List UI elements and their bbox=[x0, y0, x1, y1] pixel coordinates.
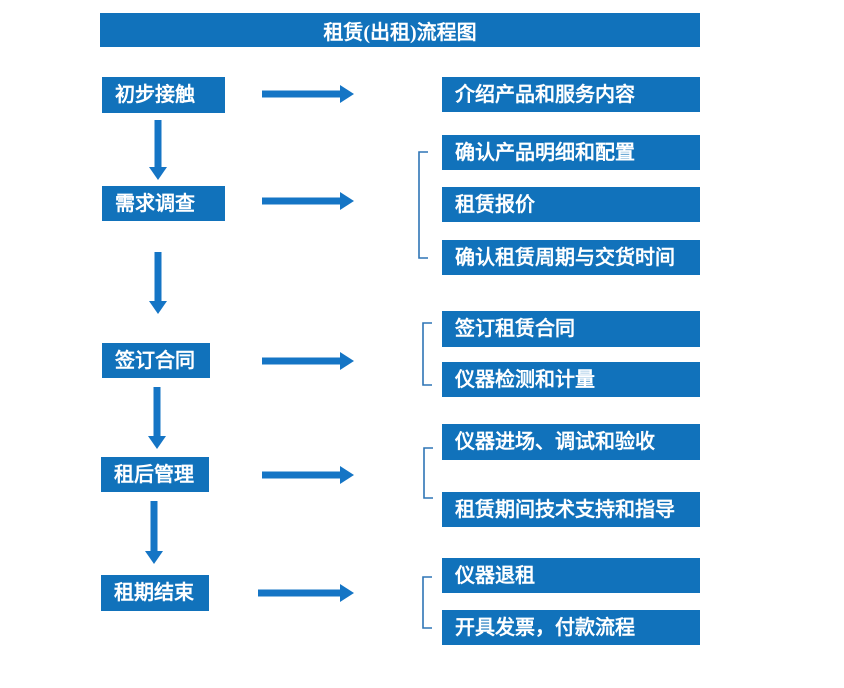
step-label: 租后管理 bbox=[114, 463, 194, 486]
step-box-post-rental-management: 租后管理 bbox=[101, 457, 209, 492]
detail-box-invoice-payment: 开具发票，付款流程 bbox=[442, 610, 700, 645]
detail-box-instrument-setup-acceptance: 仪器进场、调试和验收 bbox=[442, 424, 700, 460]
step-label: 租期结束 bbox=[114, 582, 194, 604]
step-box-rental-end: 租期结束 bbox=[101, 575, 209, 611]
arrow-down-icon bbox=[148, 387, 166, 449]
flowchart-title-text: 租赁(出租)流程图 bbox=[323, 21, 477, 44]
arrow-right-icon bbox=[262, 192, 354, 210]
group-bracket bbox=[422, 322, 432, 386]
arrow-down-icon bbox=[145, 501, 163, 564]
arrow-right-icon bbox=[258, 584, 354, 602]
detail-box-technical-support: 租赁期间技术支持和指导 bbox=[442, 492, 700, 527]
step-box-sign-contract: 签订合同 bbox=[102, 343, 210, 378]
detail-label: 仪器退租 bbox=[455, 564, 535, 587]
arrow-right-icon bbox=[262, 352, 354, 370]
group-bracket bbox=[422, 576, 432, 629]
detail-label: 确认产品明细和配置 bbox=[455, 141, 635, 164]
step-box-demand-survey: 需求调查 bbox=[102, 186, 225, 221]
group-bracket bbox=[423, 447, 433, 499]
step-label: 需求调查 bbox=[115, 192, 195, 215]
detail-box-confirm-product-config: 确认产品明细和配置 bbox=[442, 135, 700, 170]
arrow-right-icon bbox=[262, 85, 354, 103]
detail-box-rental-quotation: 租赁报价 bbox=[442, 187, 700, 222]
flowchart-title: 租赁(出租)流程图 bbox=[100, 13, 700, 47]
detail-label: 确认租赁周期与交货时间 bbox=[455, 246, 675, 269]
detail-box-sign-rental-contract: 签订租赁合同 bbox=[442, 311, 700, 347]
arrow-down-icon bbox=[149, 252, 167, 314]
arrow-right-icon bbox=[262, 466, 354, 484]
arrow-down-icon bbox=[149, 120, 167, 180]
detail-box-instrument-return: 仪器退租 bbox=[442, 558, 700, 593]
detail-label: 租赁期间技术支持和指导 bbox=[455, 498, 675, 521]
detail-label: 仪器进场、调试和验收 bbox=[455, 431, 655, 453]
detail-label: 签订租赁合同 bbox=[455, 318, 575, 340]
detail-box-confirm-period-delivery: 确认租赁周期与交货时间 bbox=[442, 240, 700, 275]
detail-label: 介绍产品和服务内容 bbox=[455, 83, 635, 106]
detail-label: 仪器检测和计量 bbox=[455, 368, 595, 391]
group-bracket bbox=[418, 151, 428, 259]
step-label: 签订合同 bbox=[115, 349, 195, 372]
step-box-initial-contact: 初步接触 bbox=[102, 77, 225, 113]
detail-label: 租赁报价 bbox=[455, 193, 535, 216]
detail-box-instrument-inspection: 仪器检测和计量 bbox=[442, 362, 700, 397]
step-label: 初步接触 bbox=[115, 84, 195, 106]
detail-box-introduce-products: 介绍产品和服务内容 bbox=[442, 77, 700, 112]
detail-label: 开具发票，付款流程 bbox=[455, 616, 635, 639]
